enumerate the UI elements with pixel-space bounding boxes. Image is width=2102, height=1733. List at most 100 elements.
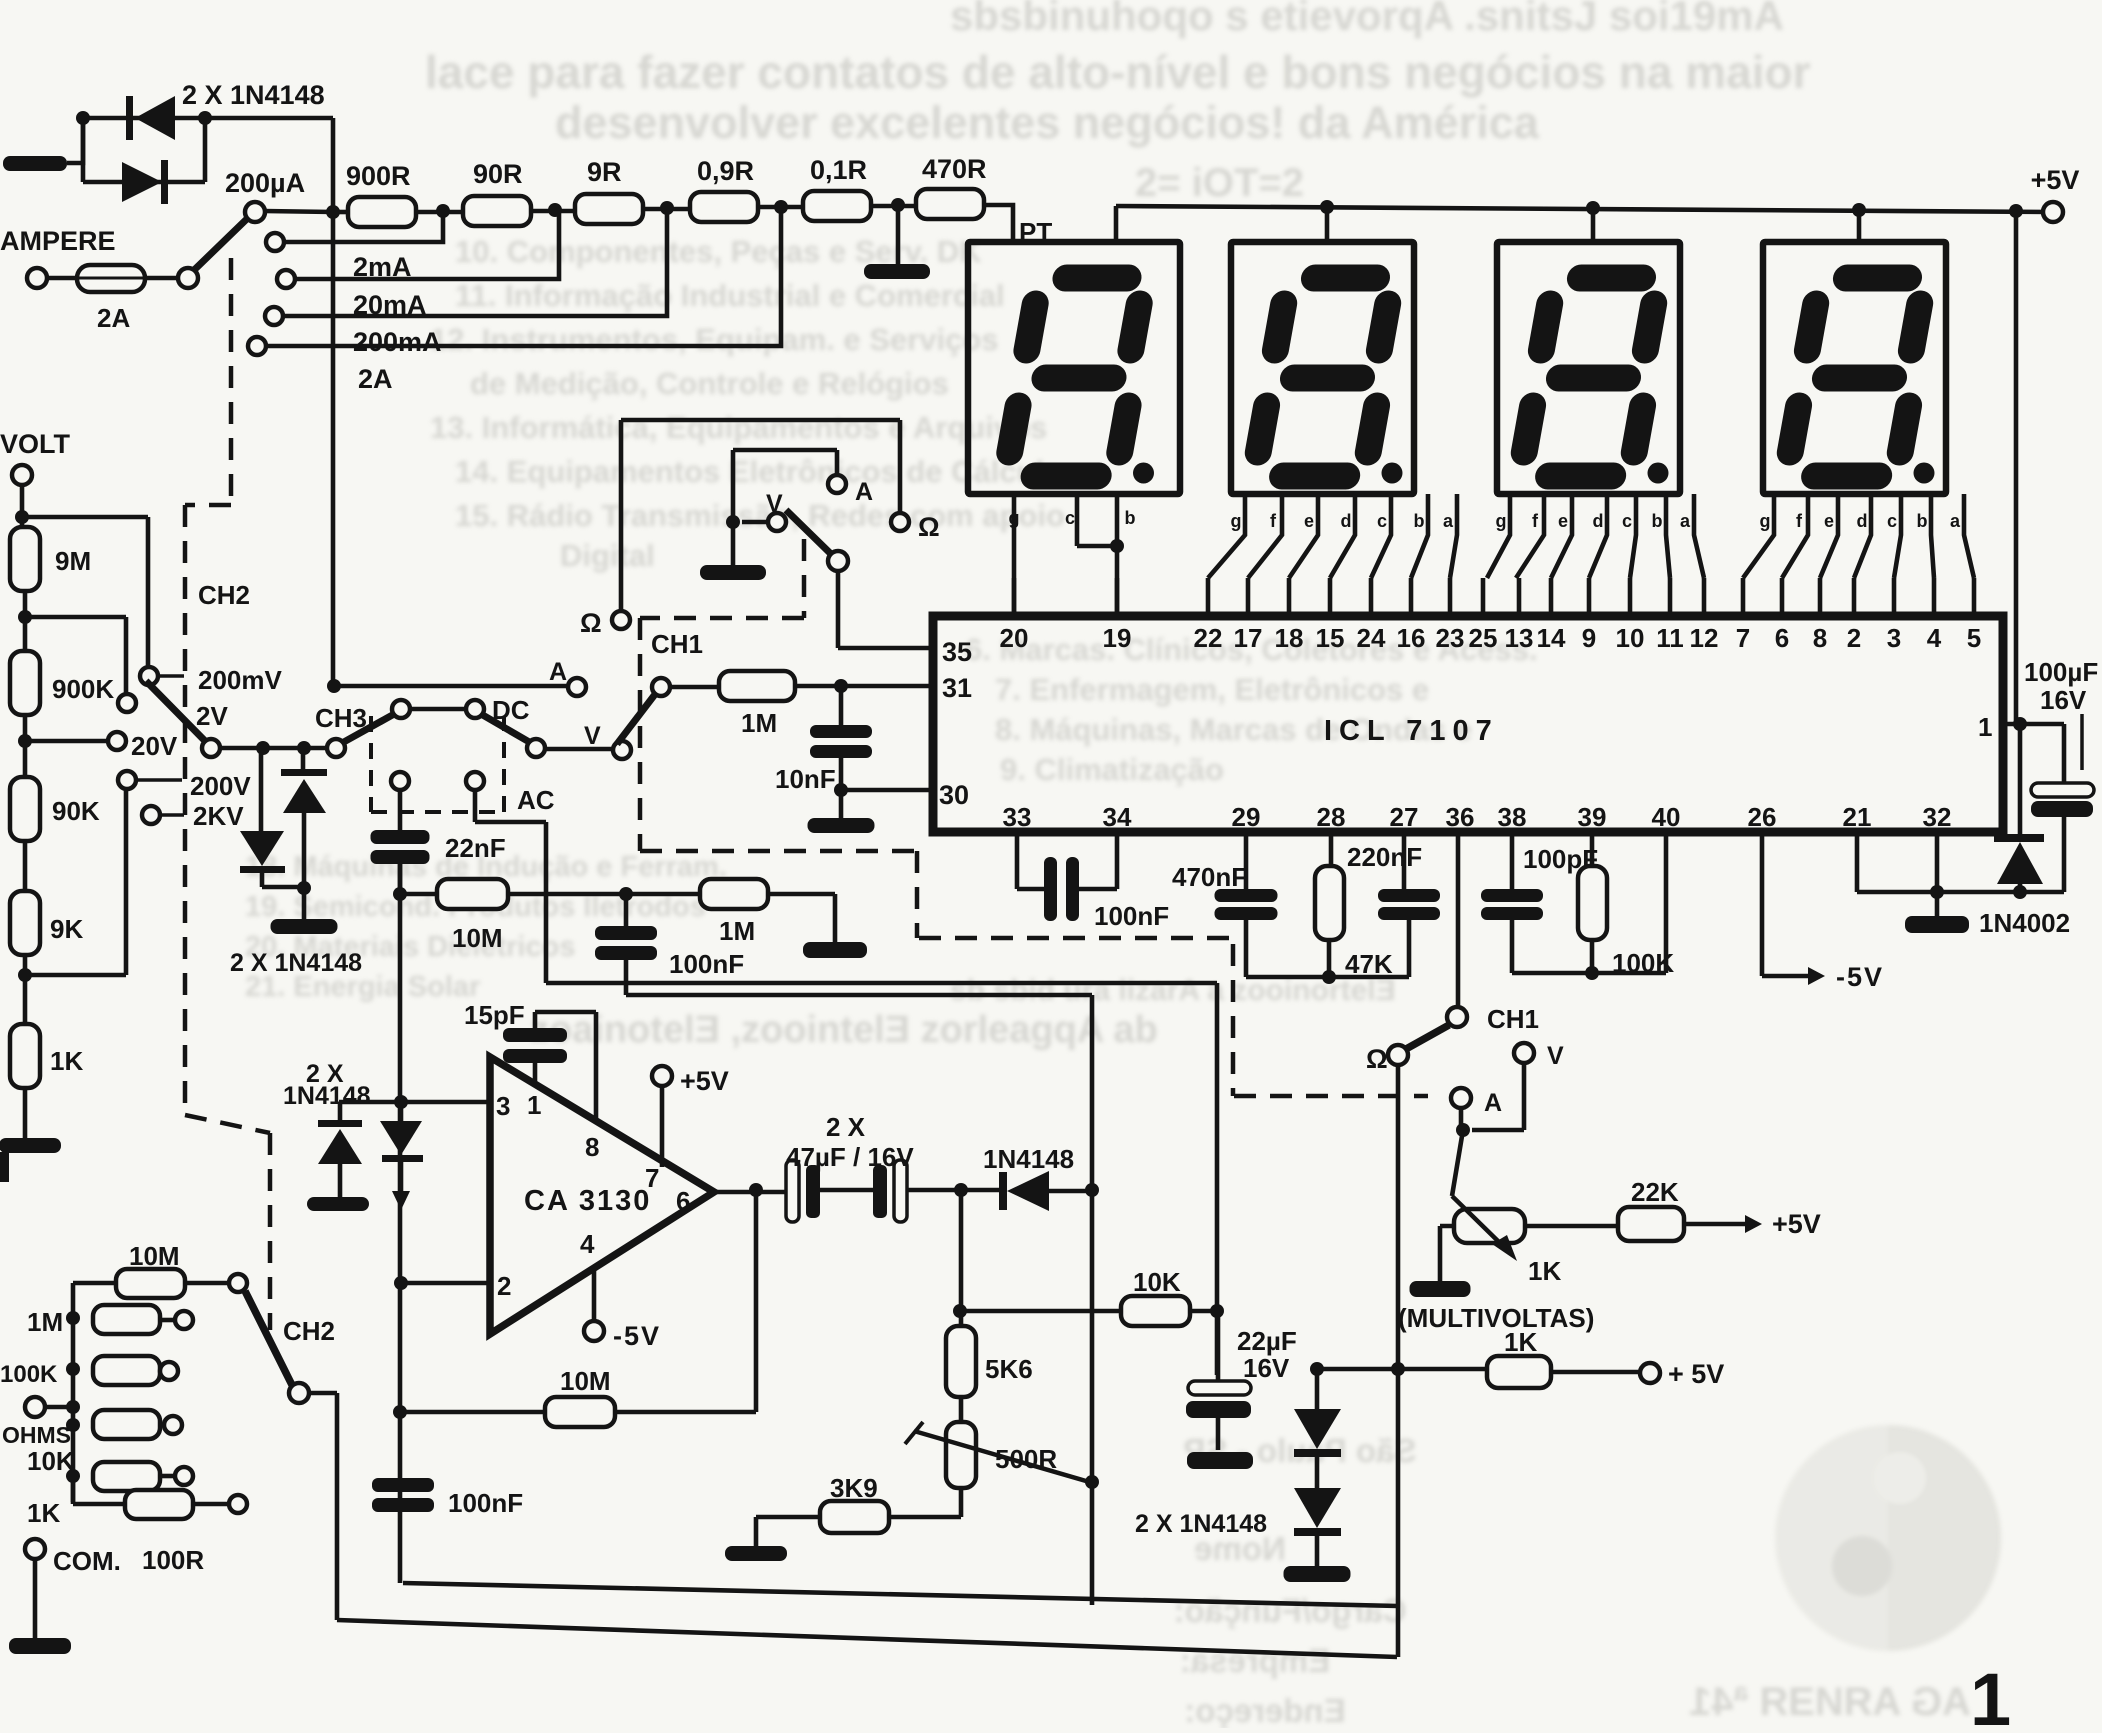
svg-text:100K: 100K — [0, 1361, 58, 1388]
svg-text:8: 8 — [585, 1132, 599, 1162]
svg-text:A: A — [855, 478, 873, 506]
svg-text:e: e — [1558, 511, 1568, 531]
svg-text:9R: 9R — [587, 157, 622, 187]
svg-text:14. Equipamentos Eletrônicos d: 14. Equipamentos Eletrônicos de Cálculo — [455, 454, 1063, 489]
svg-text:6: 6 — [676, 1186, 690, 1216]
svg-text:AC: AC — [517, 785, 555, 815]
svg-text:7: 7 — [645, 1163, 659, 1193]
svg-text:Ω: Ω — [918, 512, 940, 542]
svg-text:a: a — [1950, 511, 1961, 531]
svg-text:20. Materiais Dielétricos: 20. Materiais Dielétricos — [245, 931, 575, 963]
svg-text:9K: 9K — [50, 914, 83, 944]
svg-text:1K: 1K — [50, 1046, 83, 1076]
svg-text:2A: 2A — [358, 364, 393, 394]
svg-text:1M: 1M — [719, 916, 755, 946]
svg-text:A: A — [1484, 1089, 1502, 1117]
svg-text:8: 8 — [1813, 623, 1827, 653]
svg-text:2KV: 2KV — [193, 801, 244, 831]
svg-text:24: 24 — [1357, 623, 1386, 653]
svg-text:ICL 7107: ICL 7107 — [1324, 715, 1499, 747]
svg-text:13. Informática, Equipamentos: 13. Informática, Equipamentos e Arquivos — [430, 410, 1047, 445]
svg-text:25: 25 — [1469, 623, 1498, 653]
svg-text:90R: 90R — [473, 159, 523, 189]
svg-text:23: 23 — [1436, 623, 1465, 653]
svg-text:19: 19 — [1103, 623, 1132, 653]
svg-text:12. Instrumentos, Equipam. e S: 12. Instrumentos, Equipam. e Serviços — [430, 322, 999, 357]
svg-text:Empresa:: Empresa: — [1180, 1642, 1330, 1679]
svg-text:2 X: 2 X — [306, 1060, 344, 1088]
svg-text:1K: 1K — [1504, 1327, 1537, 1357]
svg-text:+ 5V: + 5V — [1668, 1359, 1724, 1389]
svg-text:CH2: CH2 — [283, 1316, 335, 1346]
svg-text:1M: 1M — [741, 708, 777, 738]
svg-text:6: 6 — [1775, 623, 1789, 653]
svg-text:15: 15 — [1316, 623, 1345, 653]
svg-text:desenvolver excelentes negócio: desenvolver excelentes negócios! da Amér… — [555, 97, 1540, 148]
svg-text:2V: 2V — [196, 701, 228, 731]
svg-text:100nF: 100nF — [1094, 901, 1169, 931]
svg-text:f: f — [1270, 511, 1277, 531]
svg-text:32: 32 — [1923, 802, 1952, 832]
svg-text:10K: 10K — [27, 1446, 75, 1476]
svg-text:+5V: +5V — [680, 1066, 729, 1096]
svg-text:35: 35 — [942, 637, 972, 667]
svg-text:20mA: 20mA — [353, 290, 427, 320]
svg-text:b: b — [1125, 508, 1136, 528]
svg-text:(MULTIVOLTAS): (MULTIVOLTAS) — [1398, 1303, 1594, 1333]
svg-text:10M: 10M — [560, 1366, 611, 1396]
svg-text:20V: 20V — [131, 731, 178, 761]
svg-text:100µF: 100µF — [2024, 657, 2098, 687]
svg-text:17: 17 — [1234, 623, 1263, 653]
svg-text:200µA: 200µA — [225, 168, 305, 198]
svg-text:lace para fazer contatos de al: lace para fazer contatos de alto-nível e… — [425, 46, 1811, 98]
svg-text:d: d — [1341, 511, 1352, 531]
svg-text:AMPERE: AMPERE — [0, 226, 116, 256]
svg-text:28: 28 — [1317, 802, 1346, 832]
svg-text:Digital: Digital — [560, 538, 655, 573]
svg-text:2: 2 — [1847, 623, 1861, 653]
svg-text:g: g — [1760, 511, 1771, 531]
svg-text:11: 11 — [1656, 623, 1684, 653]
svg-text:+5V: +5V — [2031, 165, 2080, 195]
svg-text:Ω: Ω — [1366, 1044, 1388, 1074]
svg-text:26: 26 — [1748, 802, 1777, 832]
svg-text:14: 14 — [1537, 623, 1566, 653]
svg-text:Nome: Nome — [1194, 1530, 1286, 1567]
svg-text:100R: 100R — [142, 1545, 204, 1575]
svg-text:40: 40 — [1652, 802, 1681, 832]
svg-text:CH2: CH2 — [198, 580, 250, 610]
svg-text:c: c — [1065, 508, 1075, 528]
svg-text:5: 5 — [1967, 623, 1981, 653]
svg-text:900R: 900R — [346, 161, 411, 191]
svg-text:470nF: 470nF — [1172, 862, 1247, 892]
svg-text:sbsbinuhoqo s etievorqA .snits: sbsbinuhoqo s etievorqA .snitsJ soi19mA — [950, 0, 1784, 39]
svg-text:10: 10 — [1616, 623, 1645, 653]
svg-text:470R: 470R — [922, 154, 987, 184]
svg-text:12: 12 — [1690, 623, 1719, 653]
svg-text:b: b — [1917, 511, 1928, 531]
svg-text:6. Marcas. Clínicos, Coletores: 6. Marcas. Clínicos, Coletores e Acess. — [965, 632, 1538, 667]
svg-text:de Medição, Controle e Relógio: de Medição, Controle e Relógios — [470, 366, 949, 401]
svg-text:VOLT: VOLT — [0, 429, 70, 459]
svg-text:f: f — [1796, 511, 1803, 531]
svg-text:9M: 9M — [55, 546, 91, 576]
svg-text:1N4148: 1N4148 — [283, 1082, 371, 1110]
svg-text:3: 3 — [1887, 623, 1901, 653]
svg-text:22: 22 — [1194, 623, 1223, 653]
svg-text:f: f — [1532, 511, 1539, 531]
svg-text:V: V — [1547, 1042, 1564, 1070]
svg-text:CH1: CH1 — [651, 629, 703, 659]
svg-text:c: c — [1887, 511, 1897, 531]
svg-text:9. Climatização: 9. Climatização — [1000, 752, 1224, 787]
svg-text:10M: 10M — [129, 1241, 180, 1271]
svg-text:10nF: 10nF — [775, 764, 836, 794]
svg-text:OHMS: OHMS — [2, 1422, 71, 1448]
svg-text:200mV: 200mV — [198, 665, 282, 695]
svg-text:9: 9 — [1582, 623, 1596, 653]
svg-text:900K: 900K — [52, 674, 114, 704]
svg-text:100nF: 100nF — [669, 949, 744, 979]
svg-text:200V: 200V — [190, 771, 251, 801]
svg-text:30: 30 — [939, 780, 969, 810]
svg-text:7. Enfermagem, Eletrônicos e: 7. Enfermagem, Eletrônicos e — [995, 672, 1429, 707]
svg-text:0,1R: 0,1R — [810, 155, 867, 185]
